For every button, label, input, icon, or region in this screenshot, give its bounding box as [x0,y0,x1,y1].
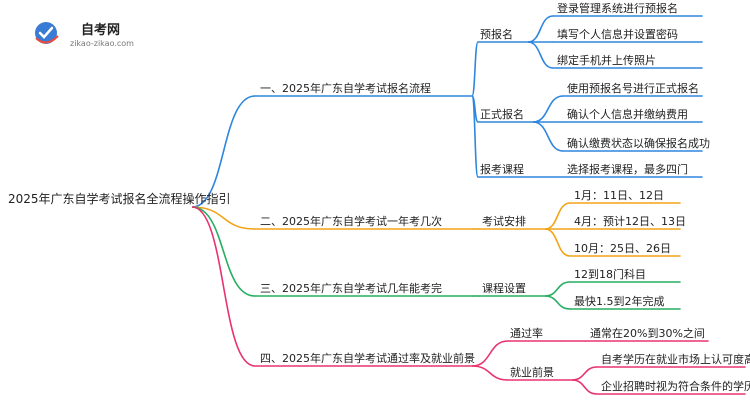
leaf-link [544,228,571,257]
leaf-link [544,281,571,297]
leaf-link [571,379,598,395]
topic-label: 预报名 [480,27,513,41]
topic-label: 通过率 [510,326,543,340]
leaf-link [544,295,571,310]
leaf-label: 1月：11日、12日 [574,189,664,202]
topic-link [471,365,509,381]
leaf-label: 最快1.5到2年完成 [574,294,665,308]
topic-label: 就业前景 [510,365,554,379]
leaf-label: 企业招聘时视为符合条件的学历 [601,379,750,393]
topic-label: 考试安排 [482,214,526,228]
leaf-label: 选择报考课程，最多四门 [567,162,688,176]
leaf-label: 4月：预计12日、13日 [574,215,686,228]
branch-label: 四、2025年广东自学考试通过率及就业前景 [260,351,475,365]
leaf-label: 确认缴费状态以确保报名成功 [567,136,710,150]
leaf-label: 绑定手机并上传照片 [557,53,656,67]
topic-link [471,340,509,367]
leaf-label: 12到18门科目 [574,267,646,281]
branch-label: 三、2025年广东自学考试几年能考完 [260,281,442,295]
leaf-label: 使用预报名号进行正式报名 [567,81,699,95]
leaf-label: 通常在20%到30%之间 [590,326,705,340]
root-node: 2025年广东自学考试报名全流程操作指引 [8,191,231,206]
leaf-label: 登录管理系统进行预报名 [557,1,678,15]
mindmap-nodes: 2025年广东自学考试报名全流程操作指引 一、2025年广东自学考试报名流程 预报名… [8,1,750,393]
leaf-label: 确认个人信息并缴纳费用 [567,107,688,121]
logo-title: 自考网 [81,22,120,38]
topic-link [471,95,479,178]
site-logo: 自考网 zikao-zikao.com [35,22,134,48]
leaf-link [571,366,598,381]
branch-label: 二、2025年广东自学考试一年考几次 [260,214,442,228]
leaf-link [527,15,554,43]
mindmap-links [191,15,746,395]
topic-label: 正式报名 [480,107,524,121]
leaf-label: 自考学历在就业市场上认可度高 [601,352,750,366]
leaf-link [544,202,571,230]
topic-label: 报考课程 [480,162,524,176]
topic-link [471,41,479,97]
topic-label: 课程设置 [482,282,526,295]
leaf-link [527,41,554,69]
branch-link [191,206,256,367]
leaf-label: 10月：25日、26日 [574,242,671,255]
logo-subtitle: zikao-zikao.com [70,39,134,48]
leaf-link [532,95,564,123]
branch-link [191,206,256,297]
leaf-label: 填写个人信息并设置密码 [557,27,678,41]
branch-link [191,95,256,208]
branch-label: 一、2025年广东自学考试报名流程 [260,81,431,95]
leaf-link [532,121,564,152]
branch-link [191,206,256,230]
